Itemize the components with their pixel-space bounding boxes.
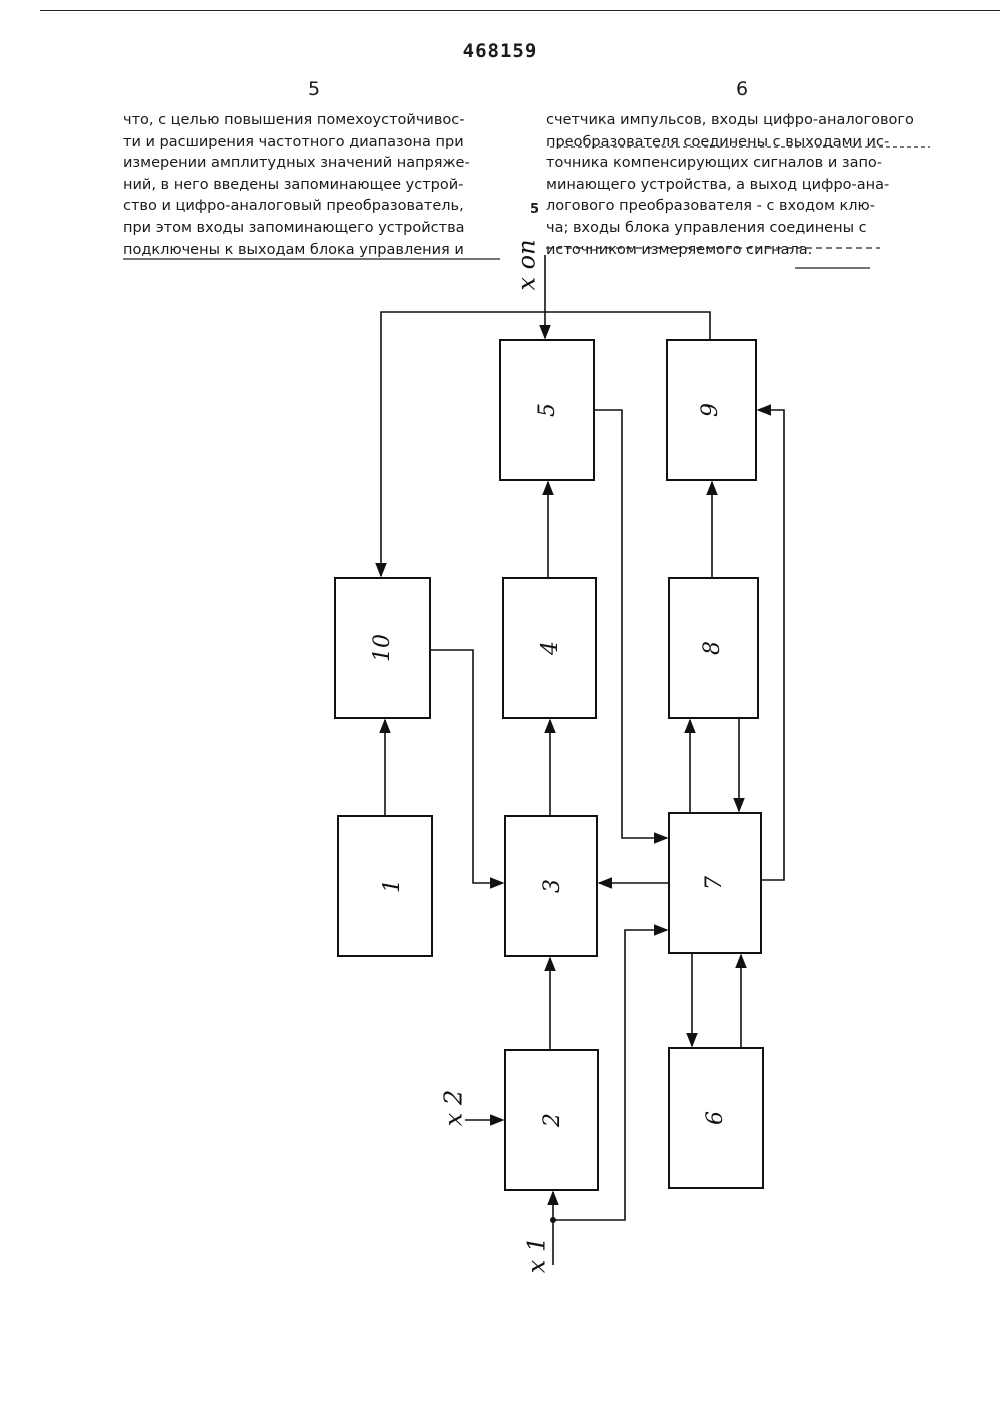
- link-7-to-9: [758, 410, 784, 880]
- block-7-label: 7: [702, 876, 727, 890]
- block-3-label: 3: [540, 879, 565, 893]
- junction-dot: [550, 1217, 556, 1223]
- block-5-label: 5: [535, 403, 560, 417]
- block-10-label: 10: [370, 634, 395, 662]
- signal-label-x2: x 2: [440, 1090, 468, 1126]
- link-10-to-3: [430, 650, 503, 883]
- block-6-label: 6: [703, 1111, 728, 1125]
- block-4-label: 4: [538, 641, 563, 656]
- link-9-to-10: [381, 312, 710, 576]
- block-8-label: 8: [700, 641, 725, 655]
- link-x1-to-7: [553, 930, 667, 1220]
- link-5-to-7: [594, 410, 667, 838]
- block-2-label: 2: [540, 1113, 565, 1128]
- block-9-label: 9: [698, 403, 723, 417]
- block-1-label: 1: [380, 879, 405, 893]
- signal-label-x1: x 1: [523, 1237, 551, 1273]
- signal-label-x-on: x оп: [513, 239, 541, 290]
